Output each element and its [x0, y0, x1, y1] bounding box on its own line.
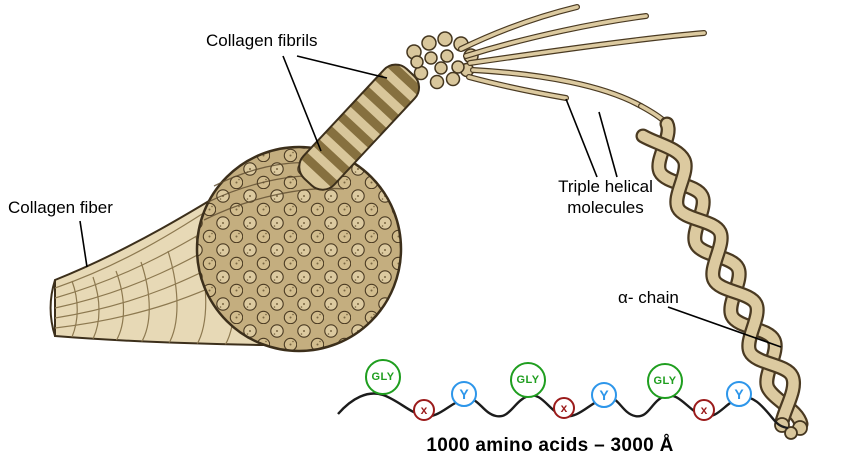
label-triple-helical-line2: molecules	[567, 198, 644, 218]
amino-acid-badge-gly-2: GLY	[510, 362, 546, 398]
amino-acid-badge-y-3: Y	[726, 381, 752, 407]
label-collagen-fiber: Collagen fiber	[8, 198, 113, 217]
amino-acid-badge-x-3: x	[693, 399, 715, 421]
amino-acid-badge-x-2: x	[553, 397, 575, 419]
amino-acid-badge-gly-3: GLY	[647, 363, 683, 399]
label-alpha-chain: α- chain	[618, 288, 679, 307]
triple-helix-illustration	[458, 4, 809, 440]
label-scale-caption: 1000 amino acids – 3000 Å	[426, 435, 674, 456]
label-triple-helical-line1: Triple helical	[558, 177, 653, 196]
collagen-fiber-illustration	[49, 145, 403, 353]
label-collagen-fibrils: Collagen fibrils	[206, 31, 318, 50]
amino-acid-badge-y-1: Y	[451, 381, 477, 407]
amino-acid-badge-y-2: Y	[591, 382, 617, 408]
amino-acid-badge-x-1: x	[413, 399, 435, 421]
label-triple-helical-molecules: Triple helical molecules	[518, 176, 693, 219]
pointer-lines	[79, 55, 782, 348]
amino-acid-badge-gly-1: GLY	[365, 359, 401, 395]
collagen-fibril-illustration	[292, 31, 479, 197]
